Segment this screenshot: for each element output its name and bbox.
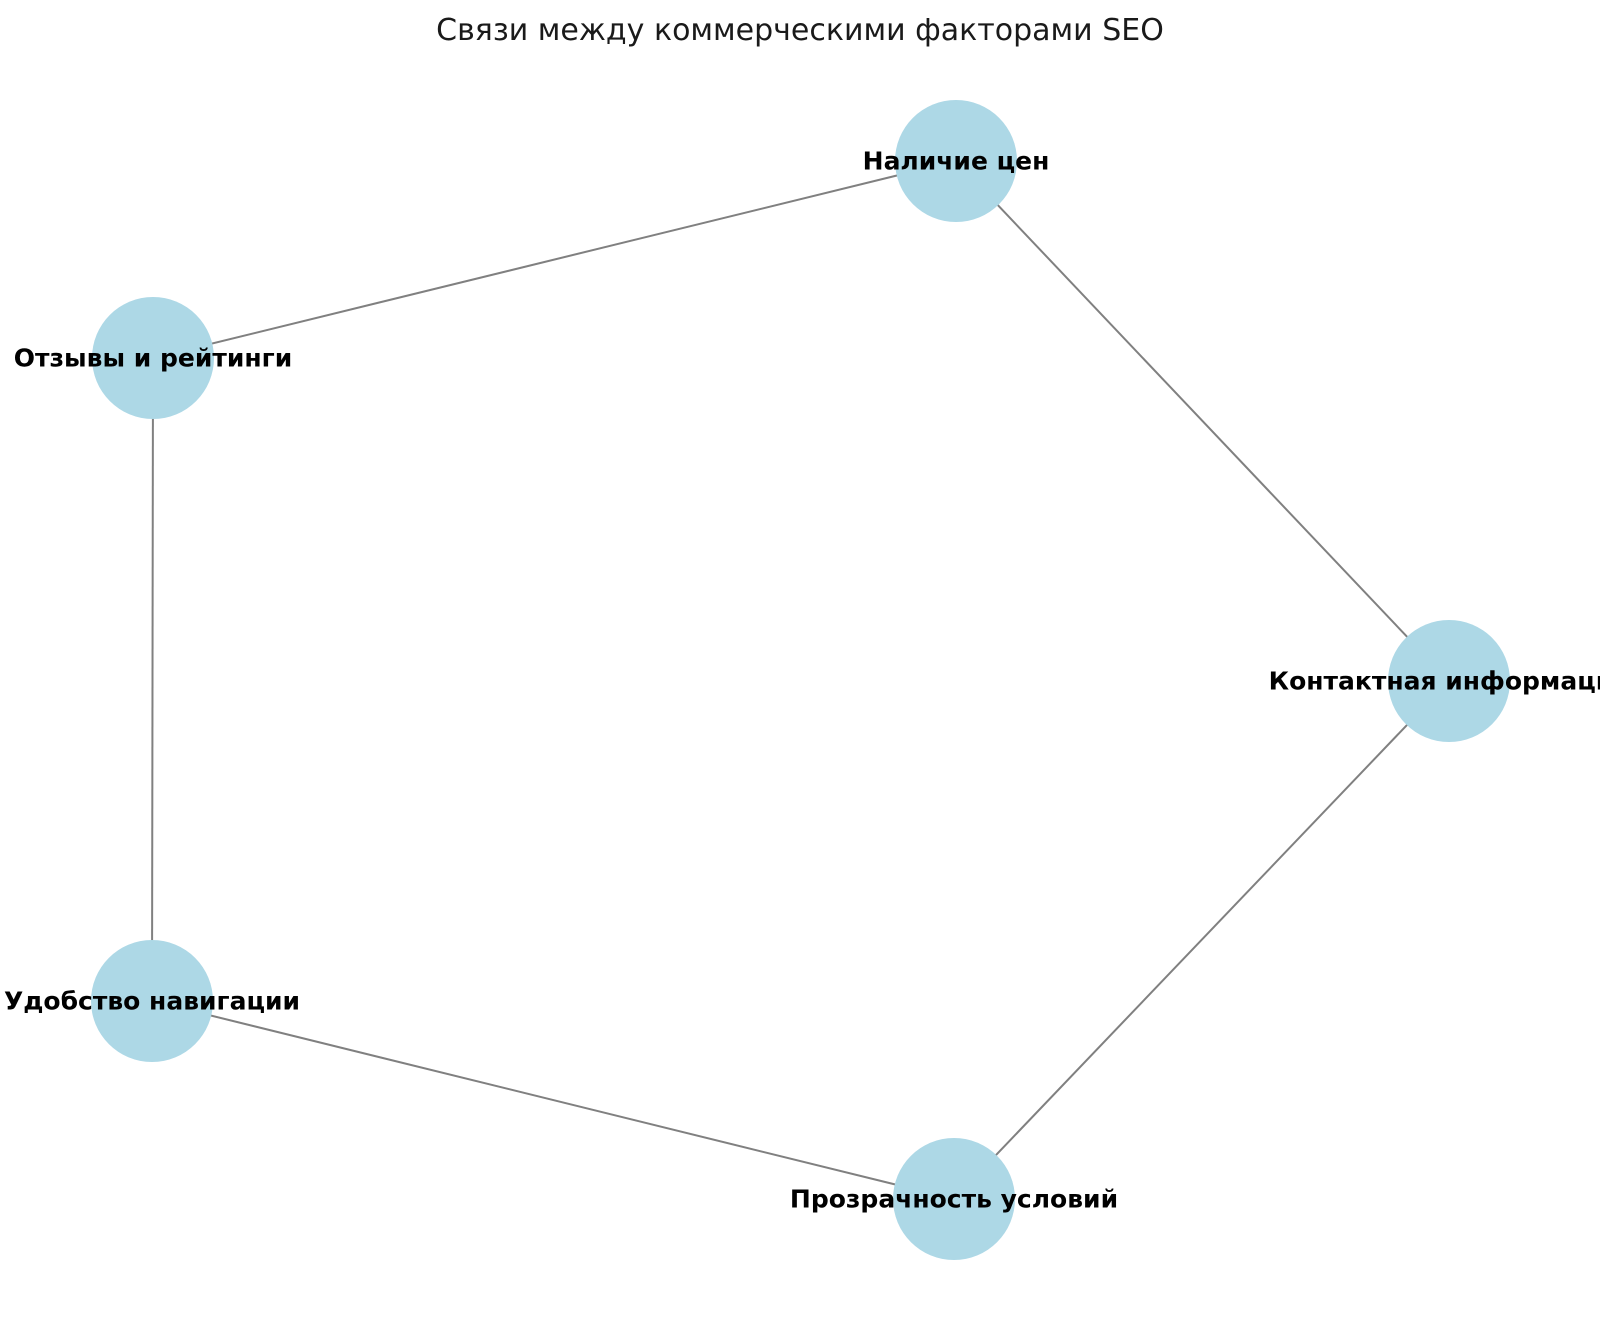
edge-prices-reviews (152, 160, 957, 359)
node-circle-navigation (91, 940, 213, 1062)
edge-prices-contacts (955, 160, 1450, 682)
node-label-reviews: Отзывы и рейтинги (13, 343, 293, 373)
nodes-layer (91, 100, 1510, 1260)
node-label-prices: Наличие цен (862, 146, 1050, 176)
node-label-navigation: Удобство навигации (3, 986, 301, 1016)
edges-layer (151, 160, 1450, 1200)
node-label-contacts: Контактная информация (1268, 666, 1600, 696)
node-circle-prices (895, 100, 1017, 222)
edge-reviews-navigation (151, 357, 154, 1002)
figure-title: Связи между коммерческими факторами SEO (436, 13, 1164, 48)
node-circle-contacts (1388, 620, 1510, 742)
node-circle-reviews (92, 297, 214, 419)
edge-contacts-transparency (953, 680, 1450, 1200)
edge-navigation-transparency (151, 1000, 955, 1200)
node-circle-transparency (893, 1138, 1015, 1260)
node-label-transparency: Прозрачность условий (789, 1184, 1119, 1214)
